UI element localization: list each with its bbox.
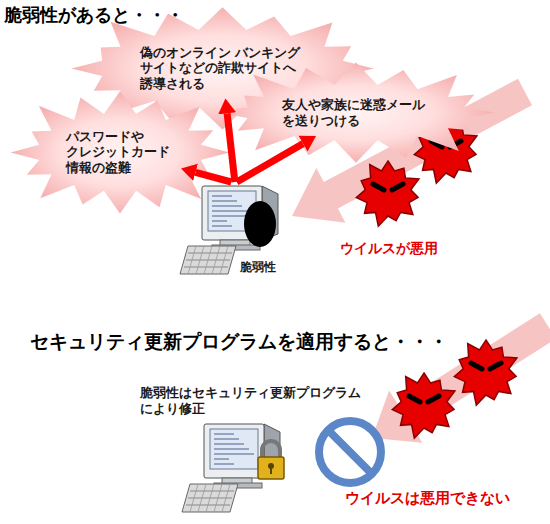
section-heading: セキュリティ更新プログラムを適用すると・・・: [30, 330, 448, 354]
lock-shackle: [262, 441, 280, 458]
virus-eye: [471, 363, 482, 369]
burst-callout: 偽のオンライン バンキング サイトなどの詐欺サイトへ 誘導される: [132, 37, 313, 100]
monitor-screen: [210, 429, 258, 469]
screen-line: [214, 463, 234, 465]
screen-line: [214, 443, 244, 445]
screen-line: [212, 205, 242, 207]
label-wrapper: ウイルスが悪用: [340, 240, 438, 258]
keyboard-keys: [214, 484, 222, 512]
screen-line: [212, 210, 247, 212]
monitor-body: [204, 424, 264, 478]
burst-outline: [217, 63, 494, 163]
virus: [356, 161, 419, 226]
part-label: 脆弱性: [240, 260, 290, 275]
keyboard-keys: [220, 246, 228, 274]
screen-line: [214, 453, 254, 455]
threat-arrow: [237, 144, 303, 182]
status-note: ウイルスが悪用: [340, 240, 438, 258]
keyboard: [180, 246, 236, 274]
screen-line: [214, 438, 239, 440]
virus-eye: [373, 184, 384, 190]
keyboard-keys: [212, 246, 220, 274]
burst-outline: [11, 91, 230, 213]
status-note: ウイルスは悪用できない: [345, 489, 510, 508]
threat-arrow: [227, 113, 235, 182]
virus-eye: [409, 396, 420, 402]
keyboard: [182, 484, 238, 512]
callout-text: 友人や家族に迷惑メール を送りつける: [282, 97, 430, 128]
burst-callout: 友人や家族に迷惑メール を送りつける: [274, 89, 438, 136]
virus-eye: [392, 184, 403, 190]
screen-line: [214, 448, 249, 450]
virus: [392, 373, 455, 438]
label-wrapper: セキュリティ更新プログラムを適用すると・・・: [30, 330, 448, 354]
keyboard-keys: [204, 246, 212, 274]
screen-line: [214, 433, 234, 435]
virus-eye: [428, 396, 439, 402]
burst-callout: パスワードや クレジットカード 情報の盗難: [58, 121, 182, 184]
screen-line: [212, 195, 232, 197]
keyboard-keys: [196, 246, 204, 274]
keyboard-keys: [190, 484, 198, 512]
keyboard-keys: [188, 246, 196, 274]
lock-keyhole: [270, 467, 272, 474]
keyboard-keys: [198, 484, 206, 512]
callout-text: 偽のオンライン バンキング サイトなどの詐欺サイトへ 誘導される: [140, 45, 305, 92]
screen-line: [212, 200, 237, 202]
prohibition-slash: [329, 431, 371, 473]
fix-note: 脆弱性はセキュリティ更新プログラム により修正: [140, 385, 372, 416]
screen-line: [212, 220, 227, 222]
label-wrapper: 脆弱性はセキュリティ更新プログラム により修正: [140, 385, 372, 416]
virus-eye: [490, 363, 501, 369]
vulnerability-hole: [244, 201, 276, 247]
screen-line: [214, 458, 229, 460]
label-wrapper: ウイルスは悪用できない: [345, 489, 510, 508]
label-wrapper: 脆弱性があると・・・: [4, 4, 184, 27]
virus: [454, 340, 517, 405]
callout-text: パスワードや クレジットカード 情報の盗難: [66, 129, 174, 176]
computer-node: 脆弱性: [180, 182, 290, 275]
keyboard-keys: [222, 484, 230, 512]
lock-body: [258, 457, 284, 479]
prohibition-sign: [319, 421, 381, 483]
keyboard-keys: [206, 484, 214, 512]
screen-line: [212, 225, 232, 227]
computer: [182, 424, 284, 512]
threat-arrow: [196, 172, 232, 182]
section-heading: 脆弱性があると・・・: [4, 4, 184, 27]
